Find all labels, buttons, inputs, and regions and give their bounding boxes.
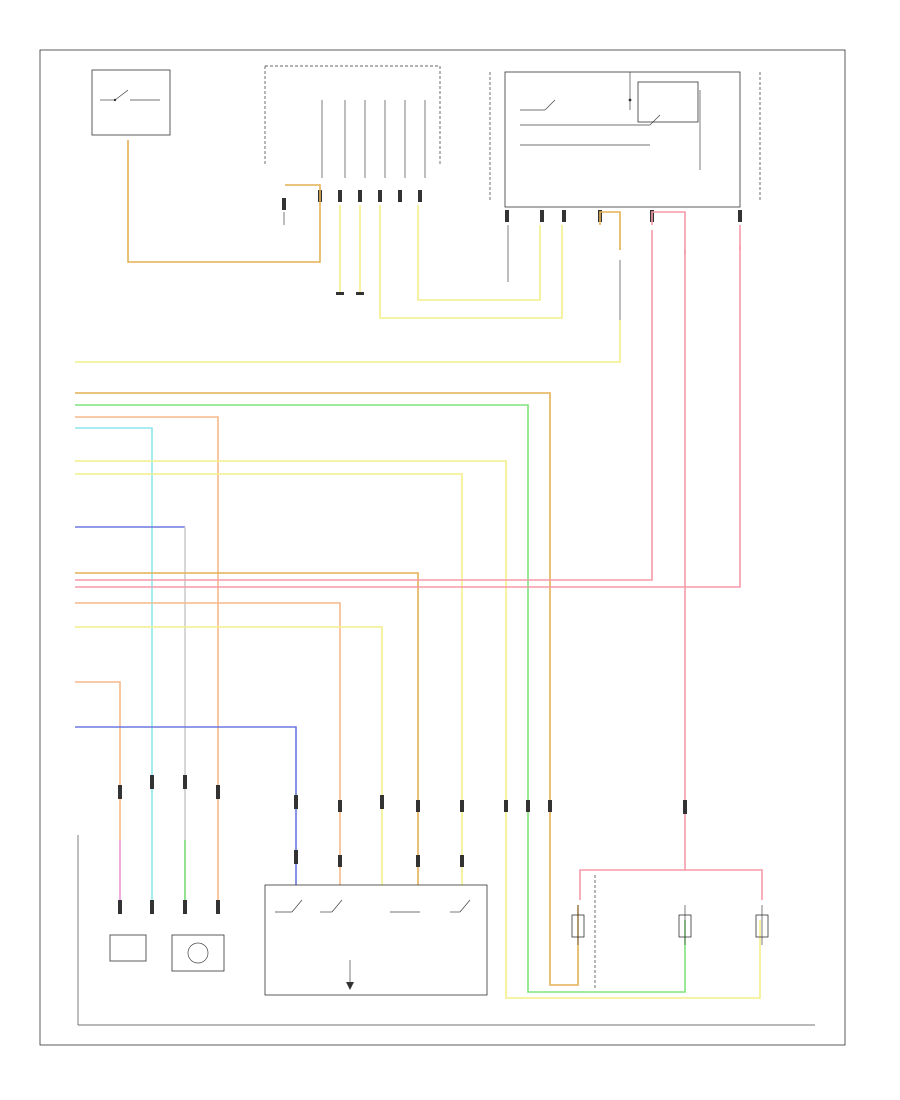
diagram-frame bbox=[39, 49, 846, 1046]
wire-1-yellow bbox=[75, 320, 621, 363]
wire-5-cyan bbox=[75, 427, 153, 900]
wire-top-yellow-4 bbox=[417, 205, 541, 301]
inline-connectors bbox=[118, 775, 687, 914]
bottom-right-solenoids bbox=[571, 875, 769, 990]
wire-4-lightorange bbox=[75, 416, 219, 900]
wire-2-orange bbox=[75, 392, 579, 986]
relay-module bbox=[489, 71, 761, 222]
wire-ignition-feed bbox=[127, 140, 321, 263]
ignition-switch bbox=[91, 69, 171, 136]
top-wiring bbox=[127, 140, 741, 320]
wire-3-green bbox=[75, 404, 686, 993]
bottom-left-sensors bbox=[77, 835, 815, 1026]
wire-13-yellow bbox=[75, 626, 383, 885]
wire-bus bbox=[75, 230, 763, 999]
wire-15-blue bbox=[75, 726, 297, 885]
wire-6-yellow bbox=[75, 460, 761, 999]
transmission-range-switch bbox=[264, 884, 488, 996]
wire-top-yellow-3 bbox=[379, 205, 563, 319]
wire-pink-right bbox=[685, 869, 763, 900]
wire-12-lightorange bbox=[75, 602, 341, 885]
wire-7-yellow bbox=[75, 473, 463, 885]
wire-top-orange-right bbox=[599, 211, 621, 250]
wire-14-lightorange bbox=[75, 681, 121, 900]
wire-11-pink bbox=[75, 245, 741, 588]
wire-top-pink-1 bbox=[651, 211, 686, 255]
wire-pink-vertical bbox=[579, 250, 686, 900]
wire-9-orange bbox=[75, 572, 419, 885]
control-module-top bbox=[264, 65, 441, 225]
wire-10-pink bbox=[75, 230, 653, 581]
